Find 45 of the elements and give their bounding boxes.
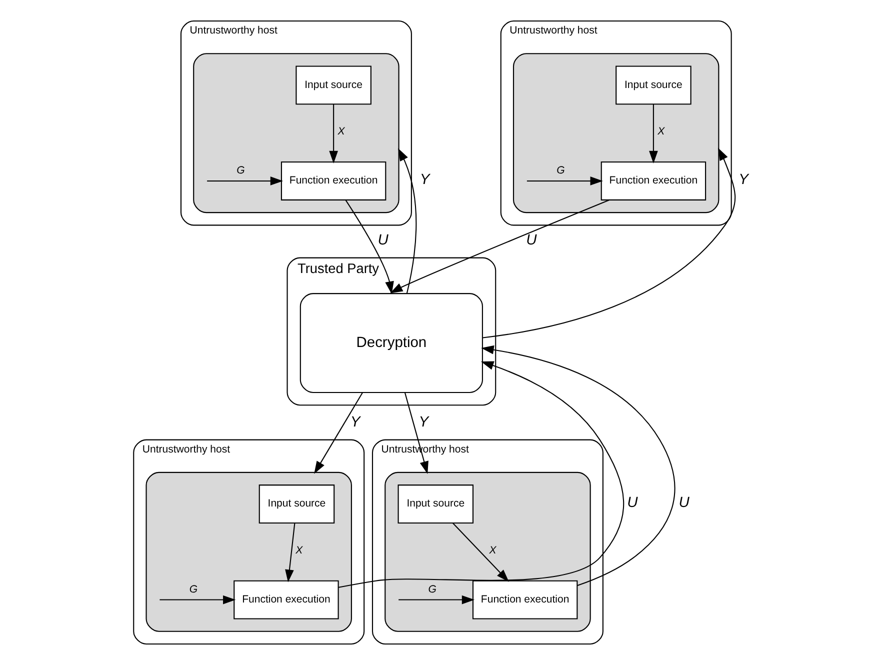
edge-label: X [337, 126, 344, 138]
arrow [206, 176, 283, 186]
arrow [338, 361, 624, 588]
arrow [314, 392, 362, 474]
node-box: Input source [397, 484, 474, 524]
arrow [159, 595, 236, 604]
arrow [482, 148, 736, 338]
arrow [398, 595, 474, 604]
arrow [284, 523, 295, 582]
node-box: Function execution [280, 162, 386, 200]
arrow [398, 148, 416, 294]
arrow [404, 392, 428, 474]
cluster [512, 53, 719, 214]
edge-label: X [295, 544, 302, 556]
edge-label: G [428, 583, 436, 596]
arrow [526, 176, 602, 186]
arrow [328, 104, 338, 164]
node-box: Input source [258, 484, 334, 524]
edge-label: G [556, 164, 564, 177]
arrow [452, 522, 508, 582]
node-box: Function execution [472, 580, 578, 620]
cluster [145, 472, 352, 632]
edge-label: Y [738, 172, 748, 188]
arrow [480, 345, 675, 586]
edge-label: X [657, 126, 664, 138]
arrow [344, 200, 394, 294]
node-box: Input source [615, 66, 691, 105]
cluster [384, 472, 590, 632]
node-box: Decryption [299, 293, 482, 393]
edge-label: X [488, 544, 496, 556]
edge-label: G [236, 164, 244, 177]
edge-label: Y [418, 414, 428, 430]
arrow [390, 199, 610, 294]
edge-label: Y [350, 414, 360, 430]
node-box: Input source [295, 66, 371, 105]
edge-label: U [526, 232, 536, 248]
edge-label: U [377, 232, 388, 248]
node-box: Function execution [600, 162, 706, 200]
cluster [192, 53, 399, 214]
edge-label: G [188, 583, 198, 596]
arrow [648, 104, 658, 164]
node-box: Function execution [233, 580, 338, 620]
edge-label: U [678, 494, 689, 511]
edge-label: U [626, 494, 638, 511]
edge-label: Y [419, 172, 430, 188]
